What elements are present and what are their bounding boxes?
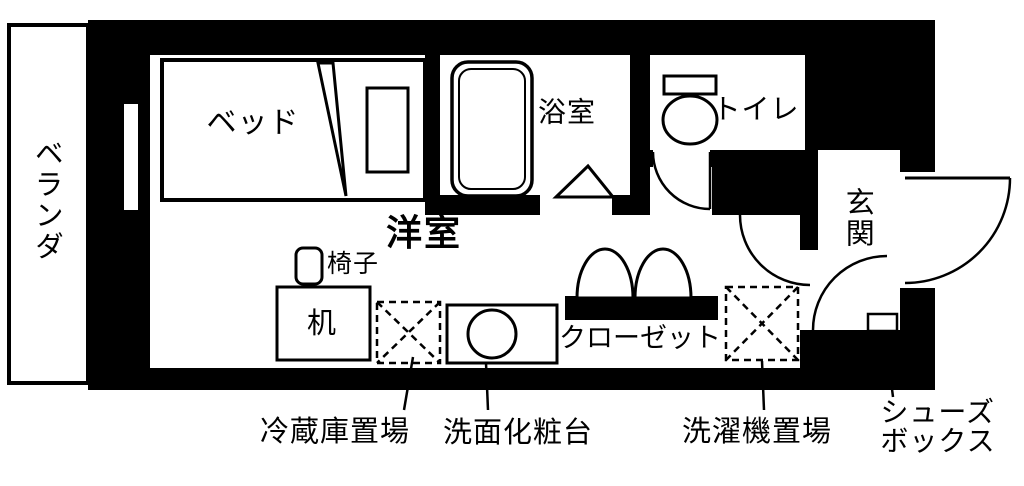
veranda-label: ベランダ — [30, 138, 65, 262]
washer-space-icon — [724, 285, 800, 362]
bath-door-opening — [540, 195, 612, 215]
shoe-box-label-line1: シューズ — [880, 395, 996, 429]
bath-door-icon — [552, 163, 617, 199]
bed-label: ベッド — [206, 105, 300, 141]
fridge-leader-line — [402, 356, 415, 411]
chair-label: 椅子 — [326, 248, 380, 278]
toilet-label: トイレ — [712, 92, 800, 126]
fridge-space-label: 冷蔵庫置場 — [259, 413, 411, 448]
closet-door-left-icon — [575, 247, 635, 300]
bath-label: 浴室 — [537, 95, 597, 129]
front-door-swing-arc — [904, 177, 1012, 285]
shoe-box-label-line2: ボックス — [880, 425, 996, 458]
chair-icon — [294, 246, 324, 286]
vanity-label: 洗面化粧台 — [442, 414, 594, 449]
bed-pillow — [365, 86, 410, 174]
desk-icon — [275, 285, 372, 362]
hall-door-swing-arc — [738, 214, 811, 287]
closet-wall — [565, 296, 718, 320]
washer-leader-line — [760, 360, 766, 411]
closet-door-right-icon — [633, 247, 693, 300]
hall-floor — [650, 167, 712, 215]
bed-icon — [160, 58, 427, 202]
fridge-space-cross2 — [376, 301, 441, 364]
callout-leaders — [402, 332, 895, 411]
shoebox-leader-line — [883, 332, 895, 398]
western-room-label: 洋室 — [385, 213, 463, 255]
toilet-tank — [662, 74, 718, 96]
entrance-door-opening — [900, 172, 935, 288]
veranda-area — [7, 23, 90, 385]
fridge-space-icon — [375, 300, 442, 365]
toilet-bowl — [661, 94, 719, 146]
room-floor-entrance — [818, 150, 900, 330]
toilet-door-swing-arc — [651, 151, 711, 211]
bed-blanket-fold — [316, 61, 348, 197]
bathtub-inner — [458, 68, 526, 190]
closet-label: クローゼット — [559, 322, 721, 354]
entrance-label: 玄関 — [841, 187, 876, 249]
entrance-inner-opening — [800, 250, 818, 330]
shoe-box-label: シューズ ボックス — [880, 395, 996, 458]
shoe-box-icon — [866, 312, 899, 333]
entrance-inner-door-swing-arc — [811, 254, 888, 331]
washer-space-label: 洗濯機置場 — [681, 413, 833, 448]
fridge-space-cross1 — [376, 301, 441, 364]
bathtub-icon — [450, 60, 534, 198]
vanity-icon — [445, 303, 559, 365]
desk-label: 机 — [306, 305, 338, 340]
fridge-space-box — [375, 300, 442, 365]
toilet-door-opening — [653, 150, 710, 167]
washer-space-cross2 — [725, 286, 799, 361]
vanity-sink — [466, 308, 518, 360]
vanity-leader-line — [484, 362, 490, 411]
toilet-icon — [661, 74, 719, 146]
washer-space-box — [724, 285, 800, 362]
window-opening — [124, 104, 138, 210]
